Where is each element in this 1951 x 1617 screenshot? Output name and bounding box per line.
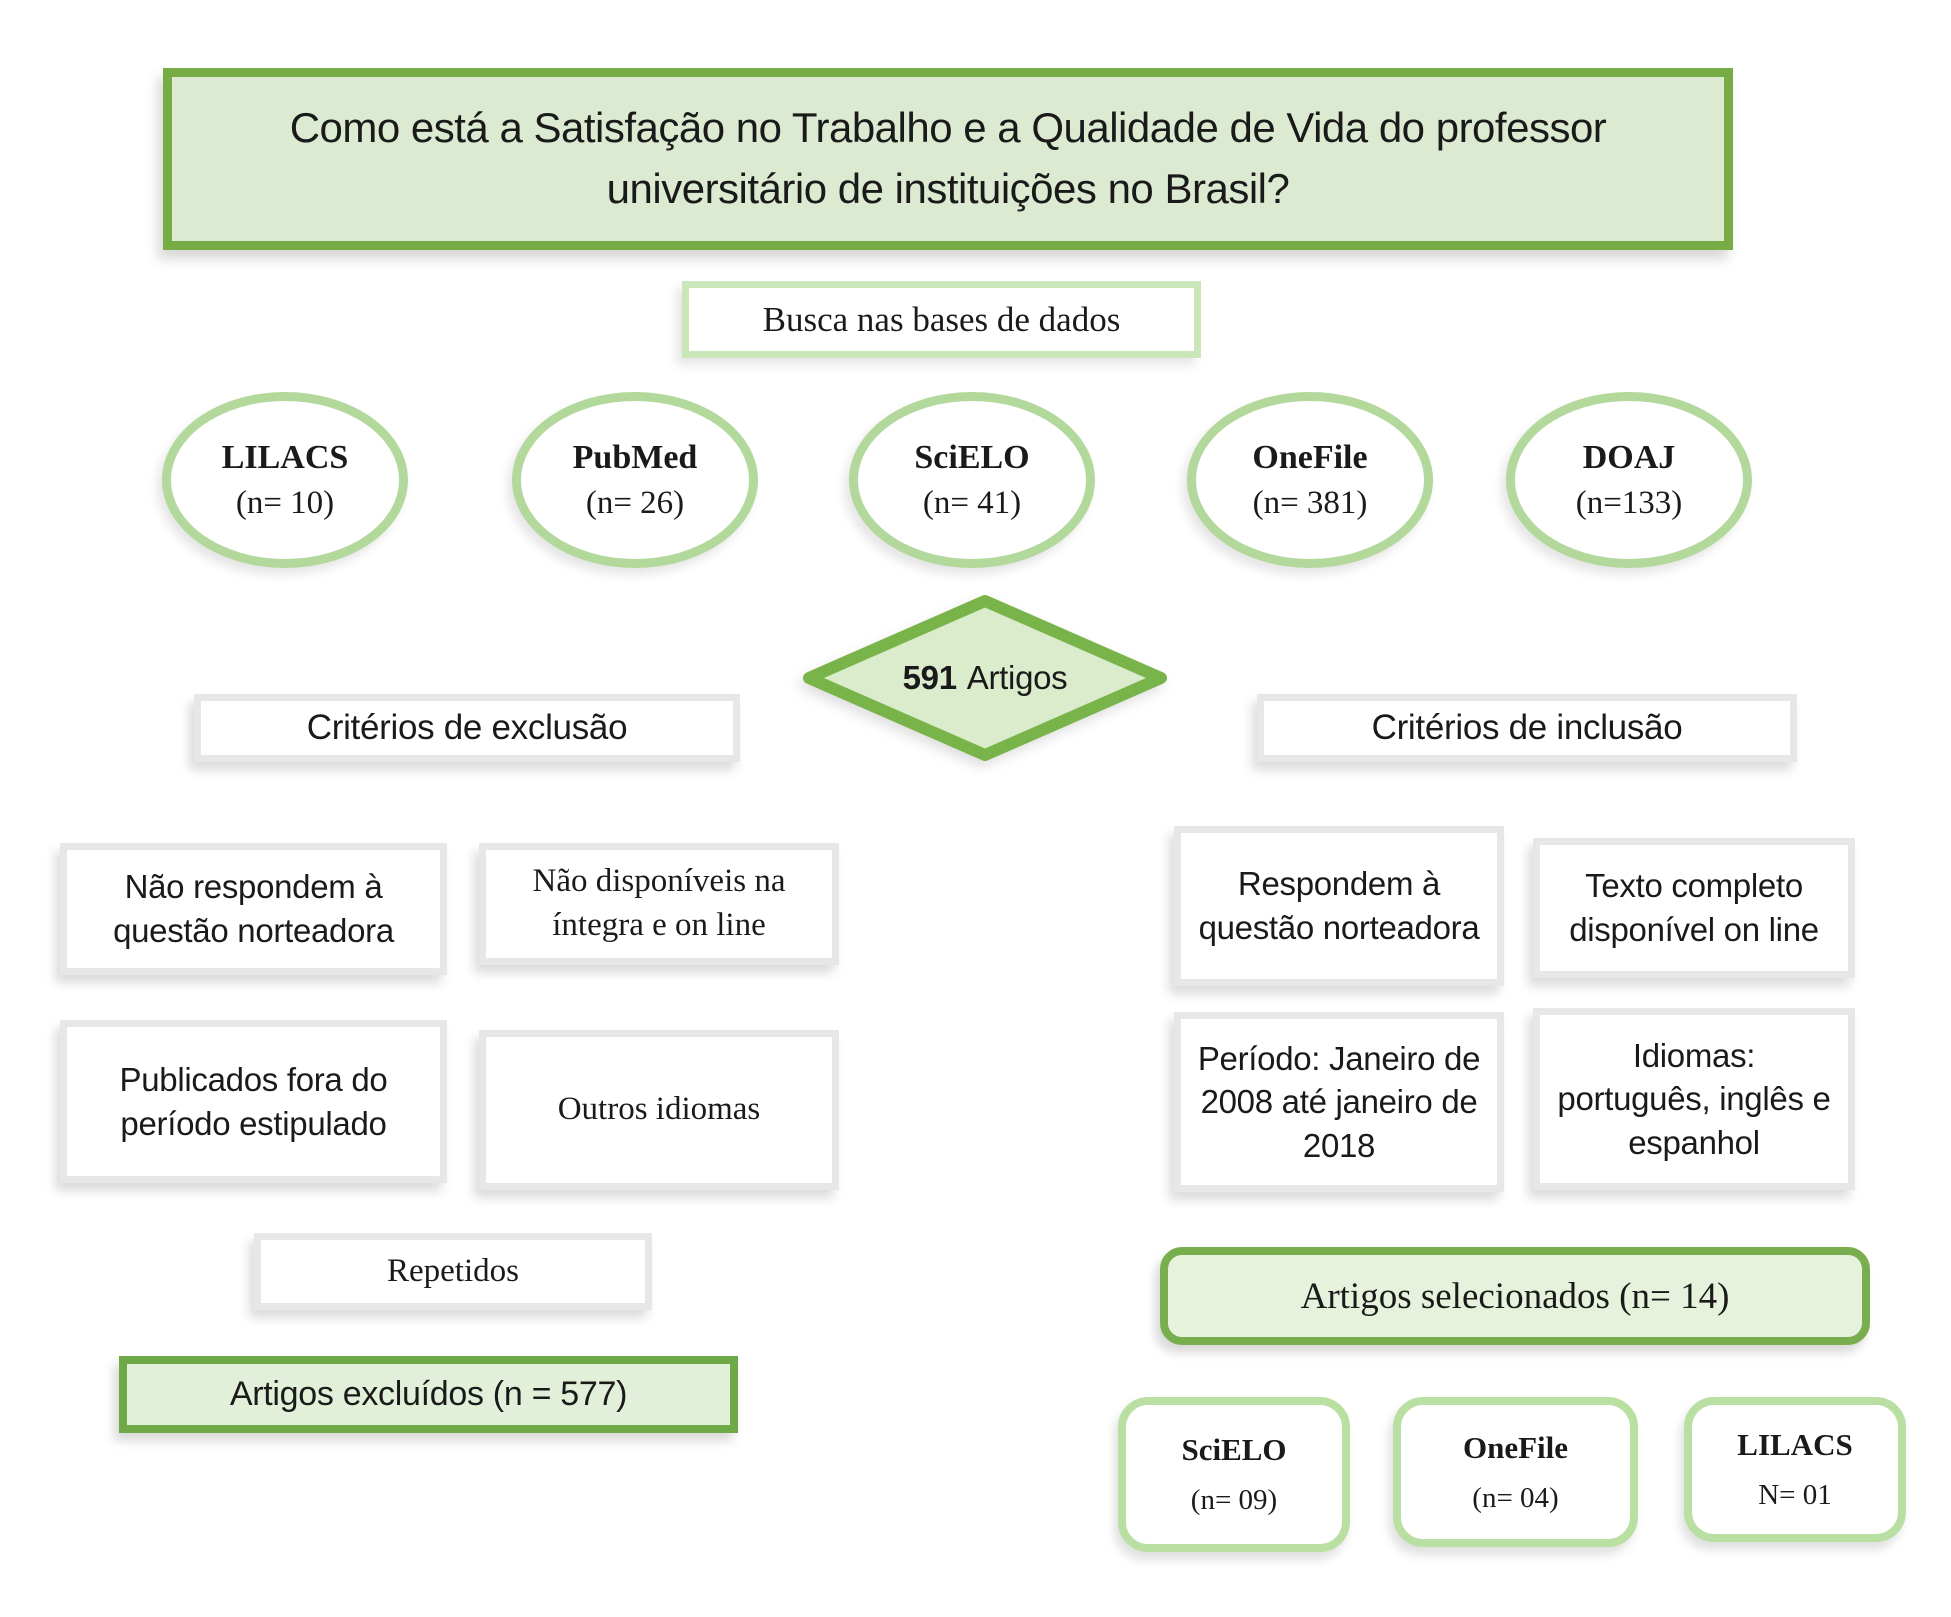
database-ellipse-lilacs: LILACS (n= 10) [162, 392, 408, 568]
exclusion-item-out-of-period: Publicados fora do período estipulado [60, 1020, 447, 1183]
source-name: SciELO [1181, 1432, 1287, 1467]
selected-source-lilacs: LILACS N= 01 [1684, 1397, 1906, 1542]
database-ellipse-doaj: DOAJ (n=133) [1506, 392, 1752, 568]
inclusion-item-answer-question: Respondem à questão norteadora [1174, 826, 1504, 986]
source-count: (n= 04) [1472, 1481, 1559, 1514]
inclusion-item-languages: Idiomas: português, inglês e espanhol [1533, 1008, 1855, 1190]
database-name: LILACS [221, 438, 349, 476]
database-name: DOAJ [1582, 438, 1676, 476]
total-articles-number: 591 [902, 659, 957, 696]
selected-source-scielo: SciELO (n= 09) [1118, 1397, 1350, 1552]
database-count: (n=133) [1575, 484, 1683, 521]
inclusion-criteria-header: Critérios de inclusão [1257, 694, 1797, 762]
source-count: (n= 09) [1190, 1484, 1278, 1516]
database-count: (n= 41) [922, 484, 1022, 521]
diamond-shape [803, 595, 1167, 761]
database-search-box: Busca nas bases de dados [682, 281, 1201, 358]
database-count: (n= 381) [1252, 484, 1368, 521]
research-question-box: Como está a Satisfação no Trabalho e a Q… [163, 68, 1733, 250]
selected-source-onefile: OneFile (n= 04) [1393, 1397, 1638, 1547]
research-question-text: Como está a Satisfação no Trabalho e a Q… [289, 104, 1607, 212]
database-ellipse-pubmed: PubMed (n= 26) [512, 392, 758, 568]
source-name: LILACS [1737, 1427, 1853, 1462]
total-articles-word: Artigos [966, 659, 1068, 696]
total-articles-diamond: 591 Artigos [800, 592, 1170, 764]
exclusion-criteria-header: Critérios de exclusão [194, 694, 740, 762]
source-name: OneFile [1462, 1429, 1569, 1465]
exclusion-item-not-available: Não disponíveis na íntegra e on line [479, 843, 839, 965]
inclusion-item-period: Período: Janeiro de 2008 até janeiro de … [1174, 1012, 1504, 1192]
exclusion-item-repeated: Repetidos [254, 1233, 652, 1310]
database-name: SciELO [914, 438, 1030, 476]
database-count: (n= 26) [585, 484, 685, 521]
exclusion-item-other-languages: Outros idiomas [479, 1030, 839, 1190]
selected-articles-result: Artigos selecionados (n= 14) [1160, 1247, 1870, 1345]
database-count: (n= 10) [235, 484, 335, 521]
source-count: N= 01 [1758, 1479, 1832, 1511]
database-name: PubMed [572, 438, 698, 476]
database-ellipse-scielo: SciELO (n= 41) [849, 392, 1095, 568]
database-name: OneFile [1252, 438, 1368, 476]
total-articles-label: 591 Artigos [800, 592, 1170, 764]
inclusion-item-full-text-online: Texto completo disponível on line [1533, 838, 1855, 978]
database-search-label: Busca nas bases de dados [762, 299, 1121, 339]
exclusion-item-no-answer: Não respondem à questão norteadora [60, 843, 447, 975]
excluded-articles-result: Artigos excluídos (n = 577) [119, 1356, 738, 1433]
database-ellipse-onefile: OneFile (n= 381) [1187, 392, 1433, 568]
